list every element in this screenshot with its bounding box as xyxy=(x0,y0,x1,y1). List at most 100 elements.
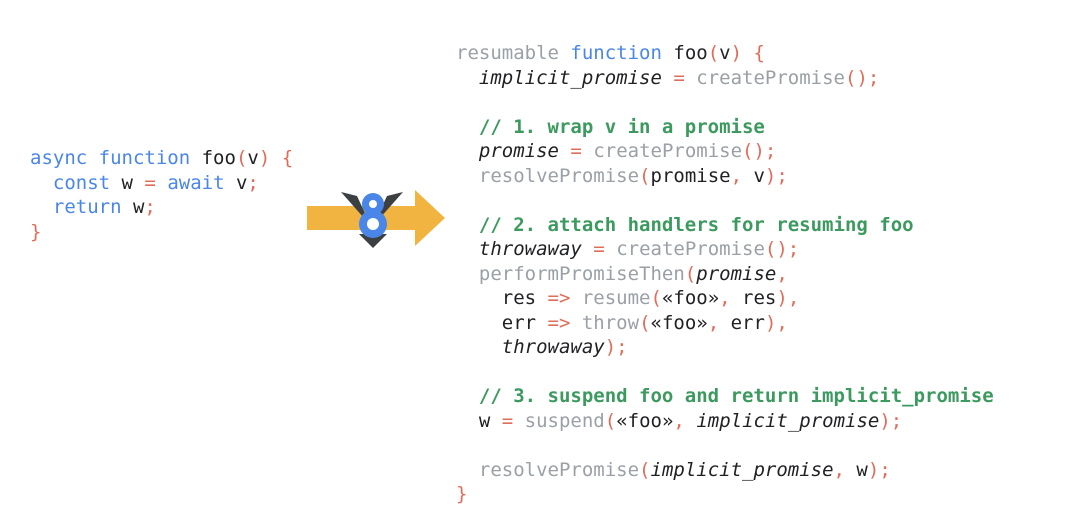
code-token: ), xyxy=(764,311,788,334)
code-token xyxy=(456,263,479,285)
code-token: ( xyxy=(707,42,720,64)
code-line: promise = createPromise(); xyxy=(456,139,994,164)
code-token: (); xyxy=(845,66,880,89)
code-token: createPromise xyxy=(696,66,845,89)
code-token: foo xyxy=(201,147,236,169)
code-token: (); xyxy=(742,140,777,162)
code-token: // 2. attach handlers for resuming foo xyxy=(478,213,914,236)
code-line: async function foo(v) { xyxy=(30,146,293,171)
code-token: «foo» xyxy=(616,409,674,432)
code-token: ; xyxy=(144,196,156,218)
code-line: resolvePromise(promise, v); xyxy=(456,164,994,189)
code-token: ( xyxy=(604,409,617,432)
code-token: ); xyxy=(604,336,628,358)
code-line xyxy=(456,360,994,385)
code-token: ; xyxy=(247,171,259,194)
code-line: res => resume(«foo», res), xyxy=(456,286,994,311)
transformed-code: resumable function foo(v) { implicit_pro… xyxy=(456,41,994,507)
code-token: , xyxy=(730,164,743,187)
code-token: res xyxy=(456,287,548,309)
code-line: // 1. wrap v in a promise xyxy=(456,115,994,140)
code-token xyxy=(456,336,502,358)
code-token: ( xyxy=(235,147,248,169)
code-token xyxy=(559,42,570,64)
code-token: suspend xyxy=(524,409,605,432)
code-token: promise xyxy=(650,164,731,187)
code-token: ); xyxy=(879,409,903,432)
code-token: throwaway xyxy=(478,238,582,260)
code-token: «foo» xyxy=(650,311,708,334)
code-token xyxy=(662,42,673,64)
code-token xyxy=(685,67,696,89)
code-token xyxy=(559,140,570,162)
code-token xyxy=(156,172,167,194)
code-token xyxy=(456,214,479,236)
code-token: async function xyxy=(30,147,191,169)
code-token: , xyxy=(707,311,720,334)
code-token: = xyxy=(570,140,582,162)
code-token: = xyxy=(144,171,156,194)
v8-logo-icon xyxy=(341,192,403,248)
code-token: createPromise xyxy=(616,238,765,260)
code-line: throwaway); xyxy=(456,335,994,360)
code-line: } xyxy=(456,482,994,507)
code-line xyxy=(456,188,994,213)
code-line: const w = await v; xyxy=(30,171,293,196)
code-token: return xyxy=(52,196,122,218)
code-token xyxy=(513,410,524,432)
code-token xyxy=(605,238,616,260)
code-token: // 1. wrap v in a promise xyxy=(478,115,765,138)
code-token: , xyxy=(719,287,731,309)
code-line xyxy=(456,433,994,458)
code-line: resumable function foo(v) { xyxy=(456,41,994,66)
code-line: throwaway = createPromise(); xyxy=(456,237,994,262)
code-token xyxy=(570,312,581,334)
code-line: // 3. suspend foo and return implicit_pr… xyxy=(456,384,994,409)
code-line: return w; xyxy=(30,195,293,220)
code-token: w xyxy=(121,196,145,218)
code-token: = xyxy=(673,66,685,89)
code-line: implicit_promise = createPromise(); xyxy=(456,66,994,91)
code-token: resumable xyxy=(456,42,559,64)
code-token: v xyxy=(247,147,259,169)
code-token: } xyxy=(30,220,42,243)
code-token xyxy=(456,67,479,89)
code-token xyxy=(582,140,593,162)
code-token: foo xyxy=(673,42,708,64)
code-token: v xyxy=(742,164,765,187)
code-token xyxy=(30,172,53,194)
code-token: await xyxy=(167,171,225,194)
code-token: v xyxy=(719,42,731,64)
code-token: resume xyxy=(581,287,651,309)
code-token: (); xyxy=(764,238,800,260)
code-token: throw xyxy=(581,311,640,334)
code-token: => xyxy=(547,311,571,334)
code-token: ); xyxy=(764,164,788,187)
code-line: resolvePromise(implicit_promise, w); xyxy=(456,458,994,483)
code-token: , xyxy=(776,262,788,285)
code-token: // 3. suspend foo and return implicit_pr… xyxy=(478,385,994,407)
code-token xyxy=(685,410,696,432)
code-token: => xyxy=(547,287,571,309)
code-token: promise xyxy=(478,140,559,162)
code-token: performPromiseThen xyxy=(478,262,685,285)
code-token: throwaway xyxy=(501,336,605,358)
code-line: err => throw(«foo», err), xyxy=(456,311,994,336)
code-token: resolvePromise xyxy=(478,164,640,187)
code-token: ( xyxy=(639,164,651,187)
code-token xyxy=(456,116,479,138)
code-token xyxy=(456,140,479,162)
code-token: createPromise xyxy=(593,140,743,162)
original-async-code: async function foo(v) { const w = await … xyxy=(30,146,293,244)
code-token xyxy=(190,147,201,169)
code-token: ( xyxy=(639,458,651,481)
code-token xyxy=(582,238,593,260)
code-line: w = suspend(«foo», implicit_promise); xyxy=(456,409,994,434)
code-line: } xyxy=(30,220,293,245)
code-token: ); xyxy=(867,458,891,481)
code-token: ), xyxy=(776,287,800,309)
code-token: ) { xyxy=(730,42,765,64)
code-token: ) { xyxy=(258,147,294,169)
code-token: ( xyxy=(684,262,697,285)
code-line: performPromiseThen(promise, xyxy=(456,262,994,287)
